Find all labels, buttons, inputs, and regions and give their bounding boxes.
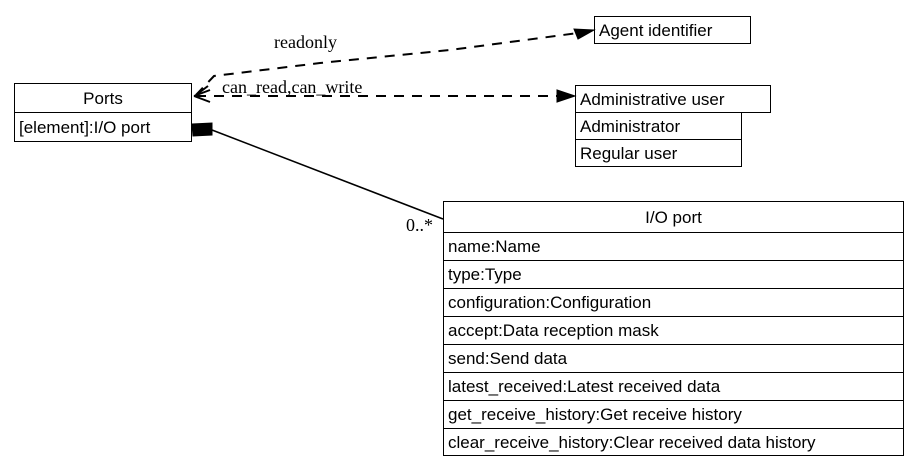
class-agent-identifier-title: Agent identifier bbox=[594, 16, 751, 44]
class-io-port-attribute-send: send:Send data bbox=[443, 344, 904, 373]
class-ports-title: Ports bbox=[14, 83, 192, 113]
class-administrative-user-title: Administrative user bbox=[575, 85, 771, 113]
class-io-port-attribute-accept: accept:Data reception mask bbox=[443, 316, 904, 345]
class-io-port-title: I/O port bbox=[443, 201, 904, 233]
class-io-port-attribute-configuration: configuration:Configuration bbox=[443, 288, 904, 317]
edge-label-readonly: readonly bbox=[274, 32, 337, 52]
class-io-port-attribute-clear-receive-history: clear_receive_history:Clear received dat… bbox=[443, 428, 904, 456]
class-io-port-attribute-name: name:Name bbox=[443, 232, 904, 261]
class-io-port-attribute-type: type:Type bbox=[443, 260, 904, 289]
class-administrative-user-attribute-administrator: Administrator bbox=[575, 112, 742, 140]
class-io-port-attribute-get-receive-history: get_receive_history:Get receive history bbox=[443, 400, 904, 429]
edge-composition-ports-io-port bbox=[191, 122, 444, 220]
edge-label-can-read-can-write: can_read,can_write bbox=[222, 77, 363, 97]
class-io-port-attribute-latest-received: latest_received:Latest received data bbox=[443, 372, 904, 401]
class-administrative-user-attribute-regular-user: Regular user bbox=[575, 139, 742, 167]
edge-label-multiplicity-0-star: 0..* bbox=[406, 215, 433, 235]
class-ports-attribute-element: [element]:I/O port bbox=[14, 112, 192, 142]
